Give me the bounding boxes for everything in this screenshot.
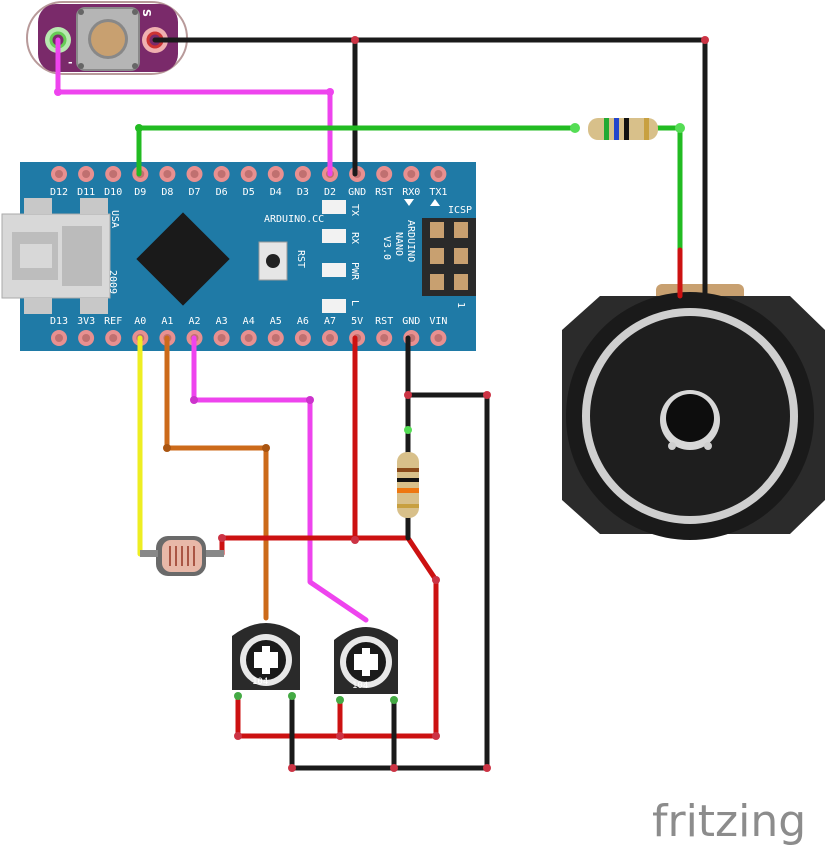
arduino-nano-board: ARDUINO.CC USA 2009 RST ARDUINO NANO V3.… [1,162,476,351]
led-label-rx: RX [349,232,360,244]
bottom-pin-label: RST [375,316,393,327]
resistor-speaker [570,118,685,140]
wire-a1-pot1 [164,335,269,621]
top-pin-label: D4 [270,187,282,198]
switch-label-s: S [140,9,153,17]
board-year: 2009 [107,270,118,294]
resistor-pulldown [397,426,419,518]
wire-resistor-speaker [652,125,683,253]
icsp-label: ICSP [448,205,472,216]
bottom-pin-label: A7 [324,316,336,327]
top-pin-hole [163,170,172,178]
top-pin-label: D10 [104,187,122,198]
bottom-pin-label: A1 [161,316,173,327]
bottom-pin-hole [380,334,389,342]
usb-label: USA [109,210,120,228]
model-line-3: V3.0 [381,236,392,260]
wire-switch-d2 [55,37,333,177]
bottom-pin-hole [109,334,118,342]
bottom-pin-hole [55,334,63,342]
bottom-pin-label: D13 [50,316,68,327]
potentiometer-1: 104 [232,623,300,700]
bottom-pin-label: 3V3 [77,316,95,327]
pot1-code: 104 [252,677,268,687]
bottom-pin-label: A3 [216,316,228,327]
wire-a2-pot2 [191,335,369,623]
fritzing-logo: fritzing [652,796,806,847]
top-pin-label: GND [348,187,366,198]
bottom-pin-label: A2 [188,316,200,327]
led-label-pwr: PWR [349,262,360,281]
model-line-2: NANO [393,232,404,256]
rst-button-label: RST [295,250,306,268]
bottom-pin-label: REF [104,316,122,327]
top-pin-hole [190,170,199,178]
bottom-pin-label: A6 [297,316,309,327]
wire-gnd-bottom [289,335,490,771]
bottom-pin-hole [217,334,226,342]
top-pin-label: D8 [161,187,173,198]
led-label-tx: TX [349,204,360,216]
photoresistor [140,536,224,576]
top-pin-label: D11 [77,187,95,198]
model-line-1: ARDUINO [405,220,416,262]
bottom-pin-label: A4 [243,316,255,327]
top-pin-hole [55,170,63,178]
top-pin-label: RX0 [402,187,420,198]
bottom-pin-hole [271,334,280,342]
bottom-pin-hole [298,334,307,342]
top-pin-hole [271,170,280,178]
bottom-pin-hole [326,334,334,342]
icsp-pin-one: 1 [455,302,466,308]
bottom-pin-hole [434,334,443,342]
top-pin-label: D5 [243,187,255,198]
top-pin-label: RST [375,187,393,198]
pot2-code: 104 [352,681,368,691]
top-header-pins: D12 D11 D10 D9 D8 D7 D6 D5 D4 D3 D2 GND RST RX0 TX1 [50,166,447,198]
top-pin-hole [82,170,91,178]
speaker [562,284,825,540]
bottom-pin-hole [82,334,91,342]
top-pin-hole [298,170,307,178]
top-pin-hole [407,170,416,178]
wire-a0-ldr [137,335,158,557]
top-pin-label: D7 [188,187,200,198]
bottom-pin-label: VIN [429,316,447,327]
push-switch: S - [26,1,188,75]
bottom-header-pins: D13 3V3 REF A0 A1 A2 A3 A4 A5 A6 A7 5V RST GND VIN [50,316,447,346]
bottom-pin-label: 5V [351,316,363,327]
board-name: ARDUINO.CC [264,214,324,225]
bottom-pin-label: A0 [134,316,146,327]
wire-joints [54,36,709,772]
wire-pot-vcc [235,697,439,739]
top-pin-hole [434,170,443,178]
switch-label-minus: - [68,56,73,69]
bottom-pin-label: A5 [270,316,282,327]
top-pin-hole [244,170,253,178]
top-pin-label: D3 [297,187,309,198]
bottom-pin-label: GND [402,316,420,327]
potentiometer-2: 104 [334,627,398,704]
top-pin-label: D2 [324,187,336,198]
led-label-l: L [349,300,360,306]
top-pin-hole [109,170,118,178]
top-pin-label: D6 [216,187,228,198]
bottom-pin-hole [244,334,253,342]
top-pin-hole [380,170,389,178]
top-pin-label: TX1 [429,187,447,198]
top-pin-hole [217,170,226,178]
top-pin-label: D12 [50,187,68,198]
top-pin-label: D9 [134,187,146,198]
